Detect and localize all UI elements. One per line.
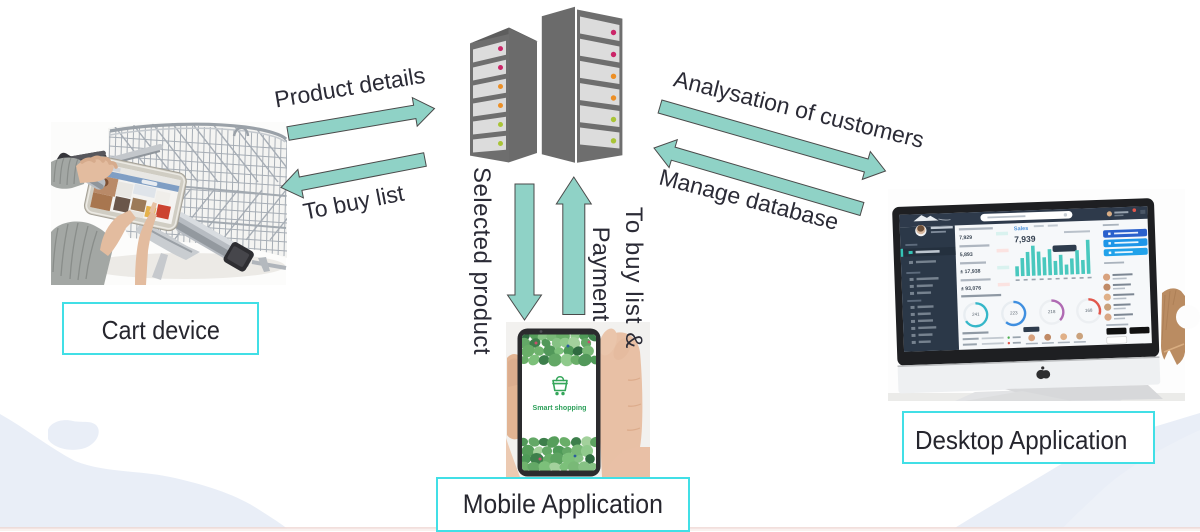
svg-text:Payment: Payment bbox=[587, 227, 614, 322]
svg-text:168: 168 bbox=[1085, 308, 1093, 313]
svg-text:223: 223 bbox=[1010, 310, 1018, 315]
svg-text:± 17,938: ± 17,938 bbox=[960, 269, 980, 276]
svg-text:± 93,076: ± 93,076 bbox=[961, 286, 981, 293]
svg-text:To buy list &: To buy list & bbox=[620, 207, 647, 349]
svg-text:5,893: 5,893 bbox=[960, 252, 973, 258]
svg-text:7,939: 7,939 bbox=[1014, 234, 1036, 245]
svg-text:Sales: Sales bbox=[1014, 226, 1029, 232]
svg-text:Selected product: Selected product bbox=[468, 167, 495, 355]
svg-text:241: 241 bbox=[972, 312, 980, 317]
svg-text:7,929: 7,929 bbox=[959, 235, 972, 241]
svg-text:Smart shopping: Smart shopping bbox=[533, 404, 587, 412]
svg-text:Product details: Product details bbox=[273, 62, 427, 113]
svg-text:218: 218 bbox=[1048, 309, 1056, 314]
